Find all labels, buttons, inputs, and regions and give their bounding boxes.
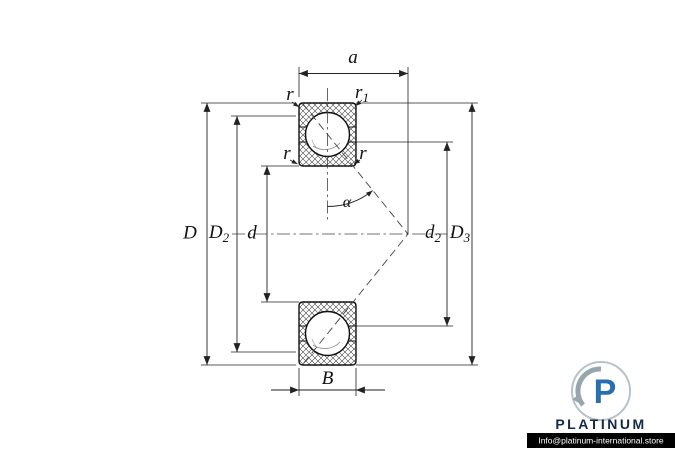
label-alpha: α [343, 194, 352, 211]
label-r-inner-right-text: r [359, 143, 367, 164]
label-d: d [247, 222, 257, 243]
alpha-arc [327, 190, 373, 207]
dimension-D: D [182, 102, 296, 366]
label-B: B [322, 368, 334, 389]
dimension-d2: d2 [356, 141, 453, 327]
watermark-brand: PLATINUM [555, 416, 646, 432]
label-r-outer-left-text: r [286, 84, 294, 105]
dimension-B: B [271, 368, 385, 396]
label-r-inner-left: r [283, 143, 298, 165]
label-r1-text: r1 [355, 82, 369, 105]
dimension-d: d [247, 165, 299, 303]
dimension-alpha: α [327, 190, 373, 211]
watermark-bar [527, 433, 675, 448]
logo-arrow-icon [572, 366, 602, 407]
label-a: a [348, 47, 358, 68]
label-d2: d2 [425, 222, 442, 245]
label-D3: D3 [449, 222, 471, 245]
label-D: D [182, 222, 197, 243]
watermark: P PLATINUM Info@platinum-international.s… [527, 361, 675, 448]
dimension-D2: D2 [208, 115, 296, 353]
watermark-url: Info@platinum-international.store [538, 436, 664, 446]
label-r-inner-right: r [353, 143, 367, 165]
dimension-D3: D3 [356, 102, 478, 366]
logo-letter: P [594, 373, 617, 411]
label-r1-outer-right: r1 [355, 82, 369, 107]
label-r-outer-left: r [286, 84, 300, 108]
dimension-a: a [298, 47, 409, 234]
label-D2: D2 [208, 222, 230, 245]
label-r-inner-left-text: r [283, 143, 291, 164]
